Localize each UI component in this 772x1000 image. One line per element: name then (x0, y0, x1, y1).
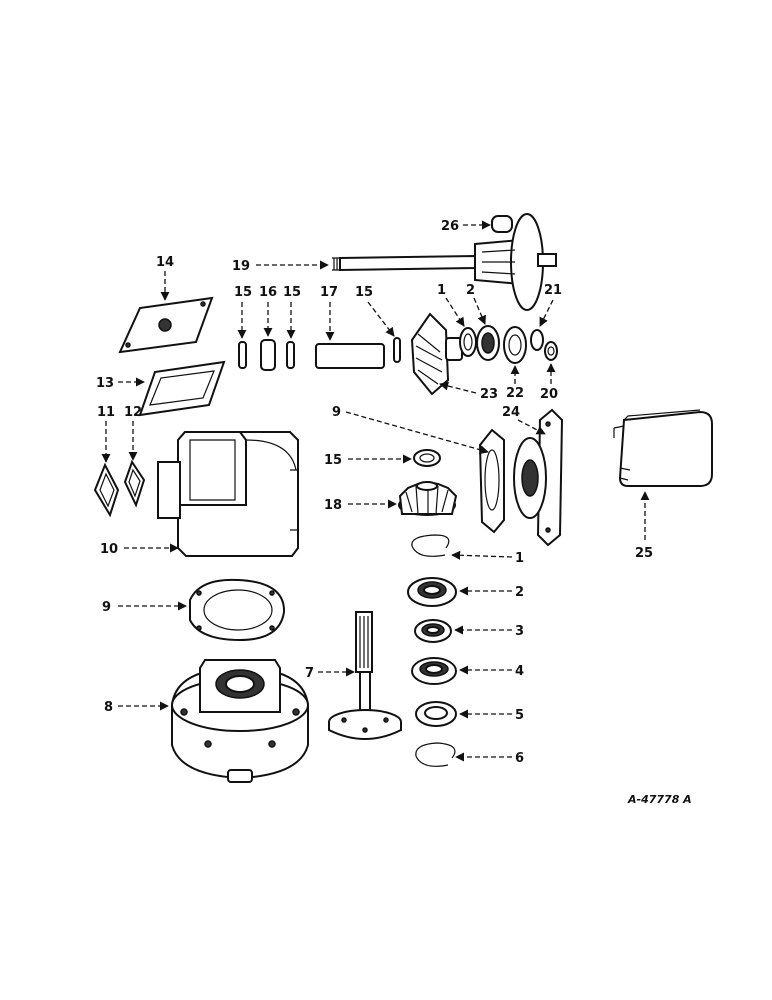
callout-5: 5 (459, 708, 524, 723)
part-13-gasket (138, 360, 226, 417)
callout-11: 11 (97, 405, 115, 463)
part-23-bevel-pinion (410, 312, 463, 396)
callout-4: 4 (459, 664, 524, 679)
callout-2-lower: 2 (459, 585, 524, 600)
callout-label-15-a: 15 (234, 285, 252, 300)
callout-label-18: 18 (324, 498, 342, 513)
callout-label-15-c: 15 (355, 285, 373, 300)
part-15-pin-b (286, 341, 295, 369)
part-16-sleeve (260, 339, 276, 371)
part-17-tube (315, 343, 385, 369)
callout-label-20: 20 (540, 387, 558, 402)
callout-25: 25 (635, 491, 653, 561)
callout-label-15-d: 15 (324, 453, 342, 468)
callout-13: 13 (96, 376, 145, 391)
callout-3: 3 (454, 624, 524, 639)
part-9-gasket-upper (478, 428, 505, 534)
callout-label-13: 13 (96, 376, 114, 391)
part-12-shim (123, 459, 146, 508)
part-19-shaft (332, 213, 557, 311)
part-6-snap-ring (415, 742, 456, 767)
callout-7: 7 (305, 666, 355, 681)
callout-label-5: 5 (515, 708, 524, 723)
callout-label-2-upper: 2 (466, 283, 475, 298)
callout-8: 8 (104, 700, 169, 715)
part-1-snap-ring-lower (411, 534, 450, 557)
part-15-pin-c (393, 337, 401, 363)
callout-10: 10 (100, 542, 179, 557)
callout-24: 24 (502, 405, 546, 435)
callout-label-2-lower: 2 (515, 585, 524, 600)
part-24-bearing-cage (513, 408, 564, 547)
callout-label-9-lower: 9 (102, 600, 111, 615)
callout-23: 23 (439, 381, 498, 402)
callout-label-26: 26 (441, 219, 459, 234)
callout-15-d: 15 (324, 453, 412, 468)
part-9-gasket-lower (189, 578, 286, 642)
part-1-snap-ring-upper (459, 327, 477, 357)
part-15-pin-a (238, 341, 247, 369)
callout-22: 22 (506, 365, 524, 401)
part-21-washer (530, 329, 544, 351)
callout-26: 26 (441, 219, 491, 234)
callout-label-11: 11 (97, 405, 115, 420)
part-15-ring (413, 449, 441, 467)
callout-20: 20 (540, 363, 558, 402)
callout-label-17: 17 (320, 285, 338, 300)
callout-18: 18 (324, 498, 397, 513)
part-25-shield (613, 409, 713, 487)
callout-label-6: 6 (515, 751, 524, 766)
callout-label-7: 7 (305, 666, 314, 681)
callout-15-c: 15 (355, 285, 395, 337)
part-7-vertical-shaft (328, 611, 402, 740)
part-2-bearing-upper (476, 325, 500, 361)
callout-15-a: 15 (234, 285, 252, 339)
callout-9-upper: 9 (332, 405, 489, 455)
callout-label-15-b: 15 (283, 285, 301, 300)
part-8-lower-housing (171, 659, 309, 783)
callout-2-upper: 2 (466, 283, 486, 325)
callout-label-10: 10 (100, 542, 118, 557)
callout-label-12: 12 (124, 405, 142, 420)
callout-14: 14 (156, 255, 174, 301)
callout-label-9-upper: 9 (332, 405, 341, 420)
callout-1-upper: 1 (437, 283, 465, 327)
callout-21: 21 (539, 283, 562, 327)
callout-label-25: 25 (635, 546, 653, 561)
callout-19: 19 (232, 259, 329, 274)
callout-6: 6 (455, 751, 524, 766)
part-3-seal (414, 619, 452, 643)
callout-label-24: 24 (502, 405, 520, 420)
callout-17: 17 (320, 285, 338, 341)
part-4-bearing (411, 657, 457, 685)
callout-label-19: 19 (232, 259, 250, 274)
callout-label-22: 22 (506, 386, 524, 401)
callout-12: 12 (124, 405, 142, 461)
callout-label-23: 23 (480, 387, 498, 402)
callout-9-lower: 9 (102, 600, 187, 615)
part-20-nut (544, 341, 558, 361)
part-26-cap (491, 215, 513, 233)
part-2-bearing-lower (407, 577, 457, 607)
callout-label-3: 3 (515, 624, 524, 639)
drawing-reference: A-47778 A (627, 793, 692, 806)
callout-label-8: 8 (104, 700, 113, 715)
callout-15-b: 15 (283, 285, 301, 339)
callout-1-lower: 1 (451, 550, 524, 566)
callout-label-1-upper: 1 (437, 283, 446, 298)
callout-16: 16 (259, 285, 277, 337)
callout-label-4: 4 (515, 664, 524, 679)
part-11-shim (93, 462, 120, 518)
part-10-gear-housing (157, 431, 299, 557)
callout-label-14: 14 (156, 255, 174, 270)
part-22-spacer (503, 326, 527, 364)
part-5-washer (415, 701, 457, 727)
callout-label-16: 16 (259, 285, 277, 300)
callout-label-21: 21 (544, 283, 562, 298)
callout-label-1-lower: 1 (515, 551, 524, 566)
part-18-bevel-gear (398, 480, 458, 516)
part-14-cover-plate (118, 296, 214, 354)
